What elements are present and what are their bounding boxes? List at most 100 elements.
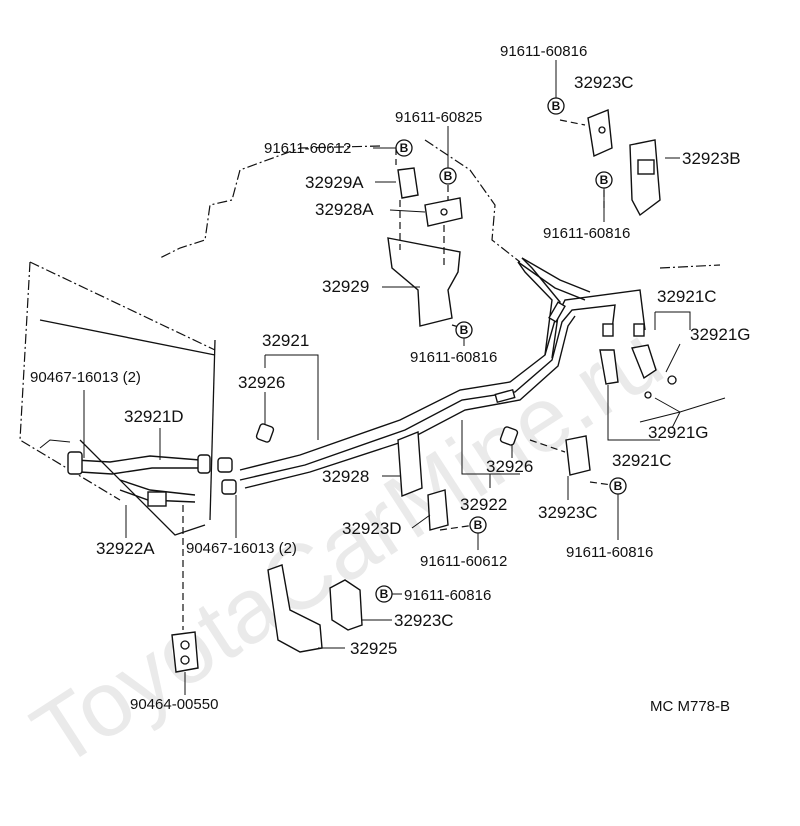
body-edge-diagonal: [39, 319, 216, 356]
leader-32921G-ring: [654, 397, 681, 413]
leader-32921: [264, 354, 319, 440]
fitting-32921G-top: [602, 323, 614, 337]
label-91611-60816-lowright: 91611-60816: [566, 544, 653, 561]
brake-tube-g: [517, 261, 586, 301]
bolt-marker-bottom: B: [375, 585, 393, 603]
label-91611-60612-bottom: 91611-60612: [420, 553, 507, 570]
label-90467-bottom: 90467-16013 (2): [186, 540, 297, 557]
clip-90467-bottom: [221, 479, 237, 495]
label-32921G-top: 32921G: [690, 325, 751, 344]
label-32925: 32925: [350, 639, 397, 658]
label-32921D: 32921D: [124, 407, 184, 426]
hose-end-detail: [39, 439, 71, 449]
sleeve-32926-left: [255, 423, 275, 443]
label-32923C-mid: 32923C: [538, 503, 598, 522]
bolt-marker-top: B: [547, 97, 565, 115]
brake-tube-a: [239, 289, 646, 471]
leader-32921C-top: [654, 311, 691, 330]
clamp-32923C-mid: [565, 435, 591, 476]
pad-hole: [440, 208, 448, 216]
diagram-code: MC M778-B: [650, 698, 730, 715]
bolt-marker-32923B: B: [595, 171, 613, 189]
label-91611-60816-mid: 91611-60816: [410, 349, 497, 366]
fitting-32921C-top: [633, 323, 645, 337]
svg-text:B: B: [614, 479, 623, 493]
body-outline-mid: [424, 139, 521, 263]
leader-32921G-bottom-b: [671, 411, 681, 429]
clamp-32923C-bottom: [329, 579, 363, 631]
svg-text:B: B: [460, 323, 469, 337]
bracket-32929: [387, 237, 461, 327]
label-32921: 32921: [262, 331, 309, 350]
label-91611-60612-top: 91611-60612: [264, 140, 351, 157]
fitting-elbow-top: [631, 344, 657, 380]
clip-hole-top: [180, 640, 190, 650]
brake-tube-f: [521, 257, 591, 293]
bracket-32928: [397, 430, 423, 498]
svg-text:B: B: [400, 141, 409, 155]
bracket-32923B-tab: [637, 159, 655, 175]
body-edge-lower: [79, 439, 206, 536]
leader-32922: [461, 420, 520, 488]
label-32923B: 32923B: [682, 149, 741, 168]
label-90464-00550: 90464-00550: [130, 696, 218, 713]
clamp-32929A: [397, 167, 419, 199]
label-32921G-bottom: 32921G: [648, 423, 709, 442]
label-32921C-bottom: 32921C: [612, 451, 672, 470]
label-32928: 32928: [322, 467, 369, 486]
svg-text:B: B: [444, 169, 453, 183]
leader-32923D: [411, 514, 431, 529]
hose-32921D-top: [74, 455, 201, 463]
body-outline-left: [19, 261, 121, 501]
label-32922A: 32922A: [96, 539, 155, 558]
label-32921C-top: 32921C: [657, 287, 717, 306]
body-outline-top: [159, 145, 381, 259]
label-32928A: 32928A: [315, 200, 374, 219]
label-91611-60825: 91611-60825: [395, 109, 482, 126]
hose-32921D-bottom: [79, 467, 200, 475]
label-91611-60816-right: 91611-60816: [543, 225, 630, 242]
bolt-marker-32929: B: [455, 321, 473, 339]
clip-hole-bottom: [180, 655, 190, 665]
bracket-32923B: [629, 139, 661, 217]
tube-joint: [494, 388, 516, 404]
svg-text:B: B: [380, 587, 389, 601]
sleeve-32926-mid: [499, 426, 519, 446]
label-32923C-bottom: 32923C: [394, 611, 454, 630]
brake-tube-e: [521, 257, 561, 359]
label-32929: 32929: [322, 277, 369, 296]
brake-tube-d: [517, 261, 553, 356]
seal-ring-lower: [644, 391, 652, 399]
dash-32923D-bolt: [439, 524, 476, 531]
brake-tube-c: [244, 315, 576, 489]
brake-tube-b: [239, 304, 616, 481]
dash-32926-mid: [529, 439, 566, 453]
bolt-marker-60612-bottom: B: [469, 516, 487, 534]
dash-32923C-top: [559, 119, 586, 126]
label-32923D: 32923D: [342, 519, 402, 538]
bolt-marker-lowright: B: [609, 477, 627, 495]
label-32926-left: 32926: [238, 373, 285, 392]
hose-lower-a: [119, 479, 196, 496]
label-91611-60816-top: 91611-60816: [500, 43, 587, 60]
clip-90467-top: [217, 457, 233, 473]
leader-32921G-top: [665, 343, 681, 373]
label-32926-mid: 32926: [486, 457, 533, 476]
label-32929A: 32929A: [305, 173, 364, 192]
label-32923C-top: 32923C: [574, 73, 634, 92]
bracket-32922A: [147, 491, 167, 507]
hose-end-right: [197, 454, 211, 474]
label-91611-60816-bottom: 91611-60816: [404, 587, 491, 604]
body-edge-vertical: [209, 339, 216, 521]
svg-text:B: B: [552, 99, 561, 113]
svg-text:B: B: [474, 518, 483, 532]
svg-text:B: B: [600, 173, 609, 187]
hose-clip-left: [67, 451, 83, 475]
leader-32928A: [389, 209, 426, 213]
dash-32923C-mid: [589, 481, 613, 486]
seal-ring-top: [667, 375, 677, 385]
clip-90464: [171, 631, 199, 673]
bolt-marker-60825: B: [439, 167, 457, 185]
